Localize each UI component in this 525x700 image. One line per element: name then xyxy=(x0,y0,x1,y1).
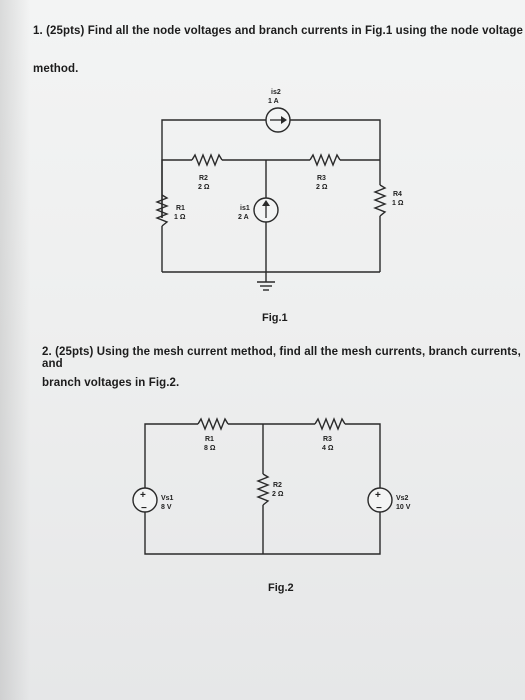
fig2-r1-value: 8 Ω xyxy=(204,445,216,452)
r1-name: R1 xyxy=(176,205,185,212)
fig2-caption: Fig.2 xyxy=(268,582,294,594)
vs2-name: Vs2 xyxy=(396,495,409,502)
is1-current-source xyxy=(253,197,279,223)
r4-value: 1 Ω xyxy=(392,200,404,207)
is2-current-source xyxy=(265,107,291,133)
problem-2-text-line1: 2. (25pts) Using the mesh current method… xyxy=(42,346,521,370)
r3-name: R3 xyxy=(317,175,326,182)
problem-1-text-line1: 1. (25pts) Find all the node voltages an… xyxy=(33,25,524,37)
r4-name: R4 xyxy=(393,191,402,198)
fig1-caption: Fig.1 xyxy=(262,312,288,324)
fig2-r3-name: R3 xyxy=(323,436,332,443)
r3-value: 2 Ω xyxy=(316,184,328,191)
is1-name: is1 xyxy=(240,205,250,212)
r2-value: 2 Ω xyxy=(198,184,210,191)
svg-text:+: + xyxy=(140,490,146,501)
fig2-r3-value: 4 Ω xyxy=(322,445,334,452)
page-shadow xyxy=(0,0,30,700)
vs2-voltage-source: + − xyxy=(367,487,393,514)
vs1-value: 8 V xyxy=(161,504,172,511)
fig2-r2-name: R2 xyxy=(273,482,282,489)
fig2-r2-value: 2 Ω xyxy=(272,491,284,498)
is2-name: is2 xyxy=(271,89,281,96)
vs1-name: Vs1 xyxy=(161,495,174,502)
r1-value: 1 Ω xyxy=(174,214,186,221)
svg-text:−: − xyxy=(141,503,147,514)
is2-value: 1 A xyxy=(268,98,279,105)
svg-text:−: − xyxy=(376,503,382,514)
vs2-value: 10 V xyxy=(396,504,411,511)
vs1-voltage-source: + − xyxy=(132,487,158,514)
is1-value: 2 A xyxy=(238,214,249,221)
svg-text:+: + xyxy=(375,490,381,501)
problem-1-text-line2: method. xyxy=(33,63,79,75)
fig2-r1-name: R1 xyxy=(205,436,214,443)
problem-2-text-line2: branch voltages in Fig.2. xyxy=(42,377,180,389)
r2-name: R2 xyxy=(199,175,208,182)
